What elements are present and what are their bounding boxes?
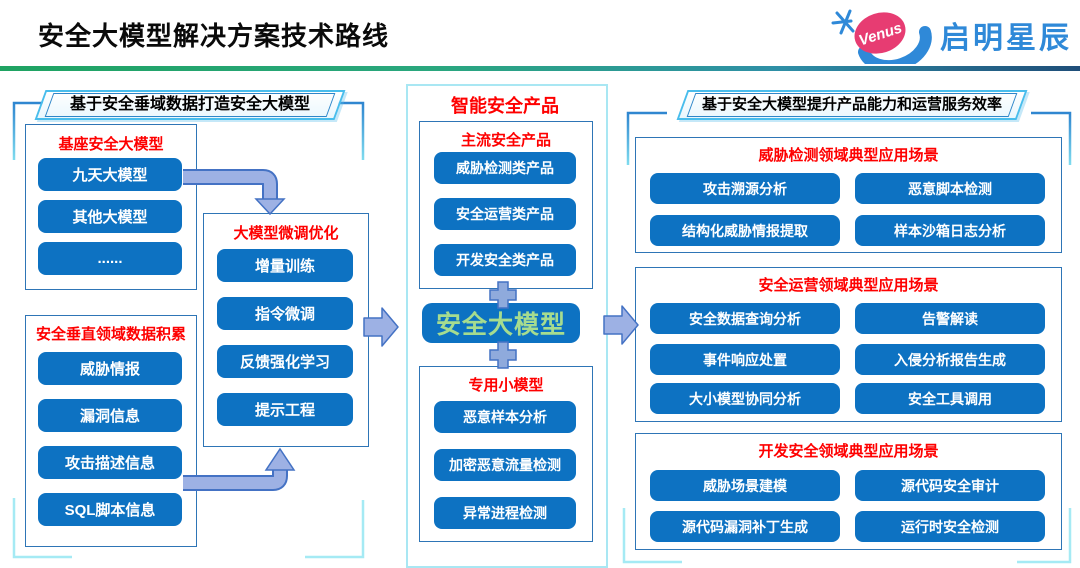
product-node: 安全运营类产品	[434, 198, 576, 230]
venus-logo-icon: Venus	[831, 9, 932, 64]
elbow-arrow-base-to-finetune	[183, 169, 286, 216]
arrowhead-icon	[254, 198, 286, 216]
box-title: 安全运营领域典型应用场景	[758, 277, 939, 294]
brand-logo: Venus 启明星辰	[828, 6, 1072, 64]
model-node: ......	[38, 242, 182, 275]
big-right-arrow-icon	[603, 305, 639, 345]
scenario-node: 运行时安全检测	[855, 511, 1045, 542]
page-title: 安全大模型解决方案技术路线	[38, 21, 390, 51]
security-large-model-node: 安全大模型	[422, 303, 580, 343]
data-node: SQL脚本信息	[38, 493, 182, 526]
box-title: 专用小模型	[468, 377, 544, 394]
box-title: 大模型微调优化	[233, 225, 339, 242]
left-section-banner: 基于安全垂域数据打造安全大模型	[34, 90, 346, 120]
scenario-node: 安全数据查询分析	[650, 303, 840, 334]
finetune-node: 反馈强化学习	[217, 345, 353, 378]
scenario-node: 入侵分析报告生成	[855, 344, 1045, 375]
logo-swoosh	[858, 26, 932, 64]
product-node: 开发安全类产品	[434, 244, 576, 276]
banner-label: 基于安全大模型提升产品能力和运营服务效率	[701, 96, 1002, 113]
scenario-node: 样本沙箱日志分析	[855, 215, 1045, 246]
scenario-node: 攻击溯源分析	[650, 173, 840, 204]
brand-name: 启明星辰	[940, 22, 1072, 55]
finetune-node: 增量训练	[217, 249, 353, 282]
box-title: 基座安全大模型	[58, 136, 164, 153]
data-node: 攻击描述信息	[38, 446, 182, 479]
scenario-node: 大小模型协同分析	[650, 383, 840, 414]
small-model-node: 加密恶意流量检测	[434, 449, 576, 481]
big-right-arrow-icon	[363, 307, 399, 347]
right-section-banner: 基于安全大模型提升产品能力和运营服务效率	[676, 90, 1028, 120]
arrowhead-icon	[264, 447, 296, 471]
scenario-node: 事件响应处置	[650, 344, 840, 375]
middle-section-title: 智能安全产品	[451, 96, 559, 116]
scenario-node: 安全工具调用	[855, 383, 1045, 414]
banner-label: 基于安全垂域数据打造安全大模型	[69, 96, 310, 113]
scenario-node: 威胁场景建模	[650, 470, 840, 501]
model-node: 九天大模型	[38, 158, 182, 191]
model-node: 其他大模型	[38, 200, 182, 233]
small-model-node: 恶意样本分析	[434, 401, 576, 433]
logo-venus-ball: Venus	[854, 12, 906, 54]
scenario-node: 恶意脚本检测	[855, 173, 1045, 204]
scenario-node: 源代码安全审计	[855, 470, 1045, 501]
finetune-node: 提示工程	[217, 393, 353, 426]
box-title: 安全垂直领域数据积累	[35, 326, 186, 343]
box-title: 开发安全领域典型应用场景	[758, 443, 939, 460]
scenario-node: 结构化威胁情报提取	[650, 215, 840, 246]
box-title: 威胁检测领域典型应用场景	[758, 147, 939, 164]
product-node: 威胁检测类产品	[434, 152, 576, 184]
logo-star-icon	[831, 9, 855, 35]
data-node: 漏洞信息	[38, 399, 182, 432]
data-node: 威胁情报	[38, 352, 182, 385]
scenario-node: 源代码漏洞补丁生成	[650, 511, 840, 542]
corner-bracket-icon	[305, 500, 365, 559]
box-title: 主流安全产品	[460, 132, 551, 149]
elbow-arrow-data-to-finetune	[183, 447, 296, 491]
small-model-node: 异常进程检测	[434, 497, 576, 529]
scenario-node: 告警解读	[855, 303, 1045, 334]
finetune-node: 指令微调	[217, 297, 353, 330]
divider-line	[0, 66, 1080, 71]
